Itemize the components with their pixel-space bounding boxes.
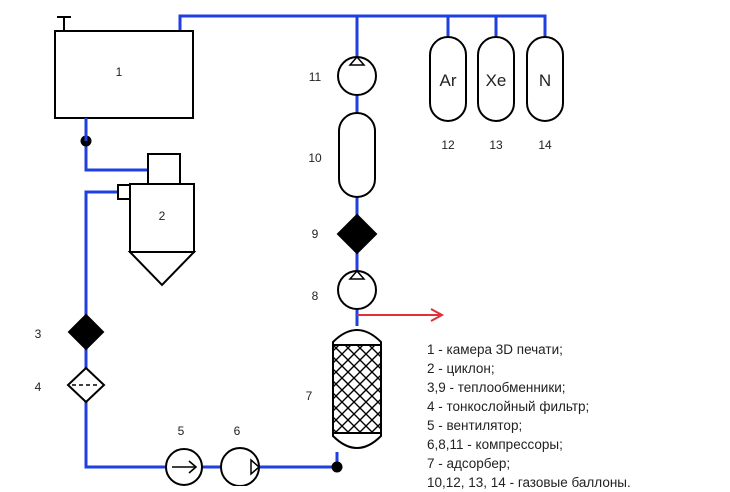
compressor-8: [337, 269, 377, 310]
gas-cylinder-ar: [429, 36, 467, 122]
fan: [165, 448, 203, 486]
label-5: 5: [178, 424, 185, 438]
label-12: 12: [441, 138, 455, 152]
gas-cylinder-xe: [477, 36, 515, 122]
fine-filter: [66, 366, 106, 404]
gas-label-xe: Xe: [486, 71, 507, 90]
gas-label-n: N: [539, 71, 551, 90]
label-3: 3: [35, 327, 42, 341]
print-chamber: [54, 16, 194, 147]
label-10: 10: [308, 151, 322, 165]
outlet-arrow: [357, 308, 445, 322]
label-4: 4: [35, 380, 42, 394]
adsorber: [331, 329, 382, 473]
label-14: 14: [538, 138, 552, 152]
label-11: 11: [309, 70, 322, 84]
legend-item: 4 - тонкослойный фильтр;: [427, 399, 590, 414]
legend-item: 3,9 - теплообменники;: [427, 380, 566, 395]
label-13: 13: [489, 138, 503, 152]
legend: 1 - камера 3D печати; 2 - циклон; 3,9 - …: [427, 340, 631, 492]
legend-item: 2 - циклон;: [427, 361, 495, 376]
legend-item: 5 - вентилятор;: [427, 418, 523, 433]
cyclone: [117, 153, 197, 287]
gas-cylinder-10: [338, 112, 376, 198]
gas-label-ar: Ar: [440, 71, 457, 90]
label-6: 6: [234, 424, 241, 438]
label-2: 2: [159, 209, 166, 223]
compressor-11: [337, 55, 377, 96]
heat-exchanger-9: [336, 213, 378, 255]
gas-cylinder-n: [526, 36, 564, 122]
label-9: 9: [312, 227, 319, 241]
legend-item: 7 - адсорбер;: [427, 456, 511, 471]
label-7: 7: [306, 389, 313, 403]
legend-item: 10,12, 13, 14 - газовые баллоны.: [427, 475, 631, 490]
compressor-6: [220, 447, 261, 487]
label-8: 8: [312, 289, 319, 303]
label-1: 1: [116, 65, 123, 79]
legend-item: 1 - камера 3D печати;: [427, 342, 563, 357]
junction-dot-bottom: [331, 461, 343, 473]
heat-exchanger-3: [67, 313, 105, 351]
legend-item: 6,8,11 - компрессоры;: [427, 437, 563, 452]
